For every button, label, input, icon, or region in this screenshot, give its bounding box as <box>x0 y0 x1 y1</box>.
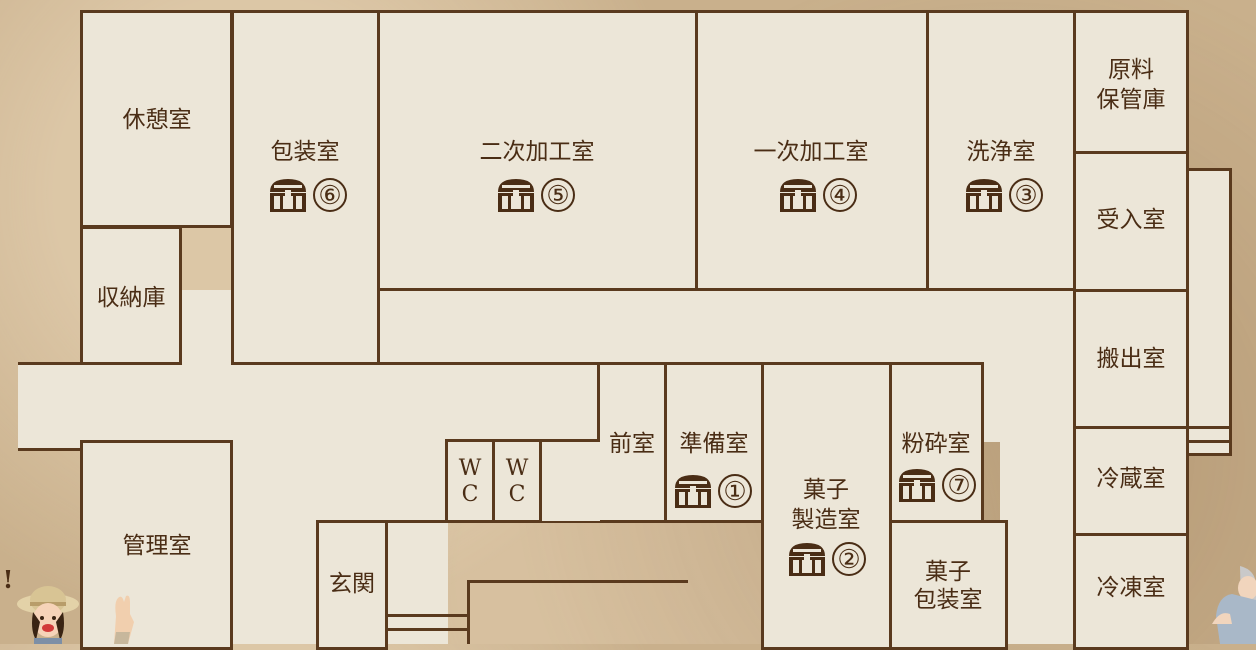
raised-hand-illustration <box>114 595 134 644</box>
room-kashihoso-label-2: 包装室 <box>913 587 983 613</box>
treasure-chest-icon <box>789 543 825 576</box>
room-genkan[interactable] <box>316 520 388 650</box>
chest-2[interactable]: ② <box>786 540 866 578</box>
exclamation-mark: ! <box>2 565 14 594</box>
wall-west-top <box>18 362 82 365</box>
room-hanshutsu[interactable] <box>1073 289 1189 429</box>
room-reizo[interactable] <box>1073 426 1189 536</box>
chest-6-number: ⑥ <box>313 178 347 212</box>
room-niji[interactable] <box>377 10 698 291</box>
room-kyukei-label: 休憩室 <box>122 107 192 133</box>
room-kashihoso-label-1: 菓子 <box>925 559 971 585</box>
room-reito[interactable] <box>1073 533 1189 650</box>
room-genkan-label: 玄関 <box>329 571 375 597</box>
chest-1-number: ① <box>718 474 752 508</box>
room-hoso[interactable] <box>231 10 380 365</box>
room-kashi-label-1: 菓子 <box>803 477 849 503</box>
room-ukeire-label: 受入室 <box>1096 207 1166 233</box>
chest-7-number: ⑦ <box>942 468 976 502</box>
chest-5-number: ⑤ <box>541 178 575 212</box>
treasure-chest-icon <box>270 179 306 212</box>
chest-5[interactable]: ⑤ <box>495 176 575 214</box>
treasure-chest-icon <box>966 179 1002 212</box>
room-zenshitsu-label: 前室 <box>609 431 655 457</box>
room-genryo-label-1: 原料 <box>1108 57 1154 83</box>
room-shuno-label: 収納庫 <box>96 285 166 311</box>
room-ichiji-label: 一次加工室 <box>753 139 869 165</box>
room-senjo[interactable] <box>926 10 1076 291</box>
chest-3-number: ③ <box>1009 178 1043 212</box>
room-funsai-label: 粉砕室 <box>901 431 971 457</box>
genkan-side <box>467 580 470 644</box>
treasure-chest-icon <box>780 179 816 212</box>
room-hoso-label: 包装室 <box>270 139 340 165</box>
wc-1-w: W <box>458 456 482 481</box>
room-senjo-label: 洗浄室 <box>966 139 1036 165</box>
treasure-chest-icon <box>498 179 534 212</box>
chest-4[interactable]: ④ <box>777 176 857 214</box>
loading-dock <box>1186 168 1232 456</box>
wc-1-c: C <box>461 482 479 507</box>
zenshitsu-annex <box>538 441 600 521</box>
chest-2-number: ② <box>832 542 866 576</box>
room-genryo[interactable] <box>1073 10 1189 154</box>
room-niji-label: 二次加工室 <box>479 139 595 165</box>
person-illustration-right <box>1212 566 1256 644</box>
treasure-chest-icon <box>899 469 935 502</box>
wall-inner-step <box>468 580 688 583</box>
room-kanri-label: 管理室 <box>122 533 192 559</box>
wc-2-c: C <box>508 482 526 507</box>
dock-line-1 <box>1188 426 1230 429</box>
dock-line-2 <box>1188 440 1230 443</box>
treasure-chest-icon <box>675 475 711 508</box>
room-genryo-label-2: 保管庫 <box>1096 87 1166 113</box>
chest-6[interactable]: ⑥ <box>267 176 347 214</box>
genkan-step-1 <box>388 614 468 617</box>
wall-west-bottom <box>18 448 82 451</box>
room-ichiji[interactable] <box>695 10 929 291</box>
chest-3[interactable]: ③ <box>963 176 1043 214</box>
room-reito-label: 冷凍室 <box>1096 575 1166 601</box>
girl-with-hat-illustration <box>17 586 79 644</box>
room-junbi-label: 準備室 <box>679 431 749 457</box>
chest-4-number: ④ <box>823 178 857 212</box>
genkan-step-2 <box>388 628 468 631</box>
wc-2-w: W <box>505 456 529 481</box>
chest-7[interactable]: ⑦ <box>896 466 976 504</box>
room-wc-2[interactable] <box>492 439 542 523</box>
room-reizo-label: 冷蔵室 <box>1096 466 1166 492</box>
room-ukeire[interactable] <box>1073 151 1189 292</box>
chest-1[interactable]: ① <box>672 472 752 510</box>
room-hanshutsu-label: 搬出室 <box>1096 346 1166 372</box>
room-kashi-label-2: 製造室 <box>791 507 861 533</box>
room-shuno[interactable] <box>80 226 182 365</box>
corridor-east <box>1000 290 1076 644</box>
